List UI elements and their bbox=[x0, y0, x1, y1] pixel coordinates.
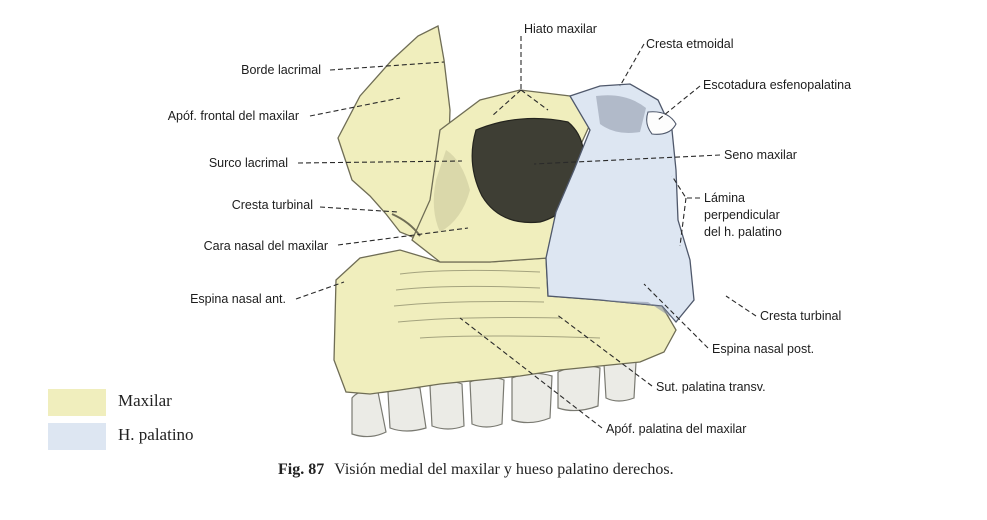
label-lamina-2: perpendicular bbox=[704, 208, 780, 222]
leader-cresta-turbinal-r bbox=[725, 295, 757, 317]
leader-sut-palatina bbox=[555, 313, 653, 387]
palatine-texture bbox=[393, 269, 601, 339]
leader-apof-frontal bbox=[309, 97, 401, 117]
leader-apof-palatina bbox=[459, 317, 603, 429]
tooth bbox=[429, 380, 465, 430]
caption-fig-number: Fig. 87 bbox=[278, 461, 325, 478]
caption-text: Visión medial del maxilar y hueso palati… bbox=[334, 461, 674, 478]
label-sut-palatina-transv: Sut. palatina transv. bbox=[656, 380, 766, 394]
labels: Hiato maxilar Cresta etmoidal Escotadura… bbox=[168, 22, 851, 436]
maxilar-swatch bbox=[48, 389, 106, 416]
label-surco-lacrimal: Surco lacrimal bbox=[209, 156, 288, 170]
tooth bbox=[557, 365, 601, 412]
leader-borde-lacrimal bbox=[329, 61, 445, 71]
tooth bbox=[351, 390, 387, 438]
label-apof-frontal: Apóf. frontal del maxilar bbox=[168, 109, 299, 123]
turbinal-crest-ridge bbox=[391, 213, 421, 237]
tooth bbox=[469, 376, 505, 428]
tooth bbox=[511, 372, 553, 424]
leader-seno bbox=[533, 154, 721, 165]
lacrimal-groove-shade bbox=[433, 150, 470, 232]
leader-cara-nasal bbox=[337, 227, 469, 246]
label-espina-nasal-post: Espina nasal post. bbox=[712, 342, 814, 356]
label-seno-maxilar: Seno maxilar bbox=[724, 148, 797, 162]
leader-hiato bbox=[491, 36, 549, 117]
tooth bbox=[387, 386, 427, 432]
label-hiato-maxilar: Hiato maxilar bbox=[524, 22, 597, 36]
leader-espina-ant bbox=[295, 281, 345, 300]
leader-lines bbox=[295, 36, 757, 429]
label-escotadura-esfenopalatina: Escotadura esfenopalatina bbox=[703, 78, 851, 92]
label-cresta-turbinal-right: Cresta turbinal bbox=[760, 309, 841, 323]
leader-cresta-turbinal-l bbox=[319, 206, 399, 213]
label-apof-palatina: Apóf. palatina del maxilar bbox=[606, 422, 746, 436]
leader-espina-post bbox=[643, 283, 709, 349]
label-lamina-3: del h. palatino bbox=[704, 225, 782, 239]
label-cresta-turbinal-left: Cresta turbinal bbox=[232, 198, 313, 212]
label-lamina-1: Lámina bbox=[704, 191, 745, 205]
label-espina-nasal-ant: Espina nasal ant. bbox=[190, 292, 286, 306]
figure-caption: Fig. 87 Visión medial del maxilar y hueso… bbox=[278, 460, 738, 479]
label-borde-lacrimal: Borde lacrimal bbox=[241, 63, 321, 77]
legend-label-palatino: H. palatino bbox=[118, 425, 194, 444]
leader-lamina bbox=[671, 175, 700, 247]
palatine-bone bbox=[545, 83, 695, 324]
leader-cresta-etmoidal bbox=[619, 43, 645, 87]
palatine-shade bbox=[596, 95, 646, 133]
label-cara-nasal: Cara nasal del maxilar bbox=[204, 239, 328, 253]
leader-surco-lacrimal bbox=[297, 160, 463, 164]
palatino-swatch bbox=[48, 423, 106, 450]
label-cresta-etmoidal: Cresta etmoidal bbox=[646, 37, 734, 51]
leader-escotadura bbox=[657, 85, 701, 121]
legend-label-maxilar: Maxilar bbox=[118, 391, 172, 410]
